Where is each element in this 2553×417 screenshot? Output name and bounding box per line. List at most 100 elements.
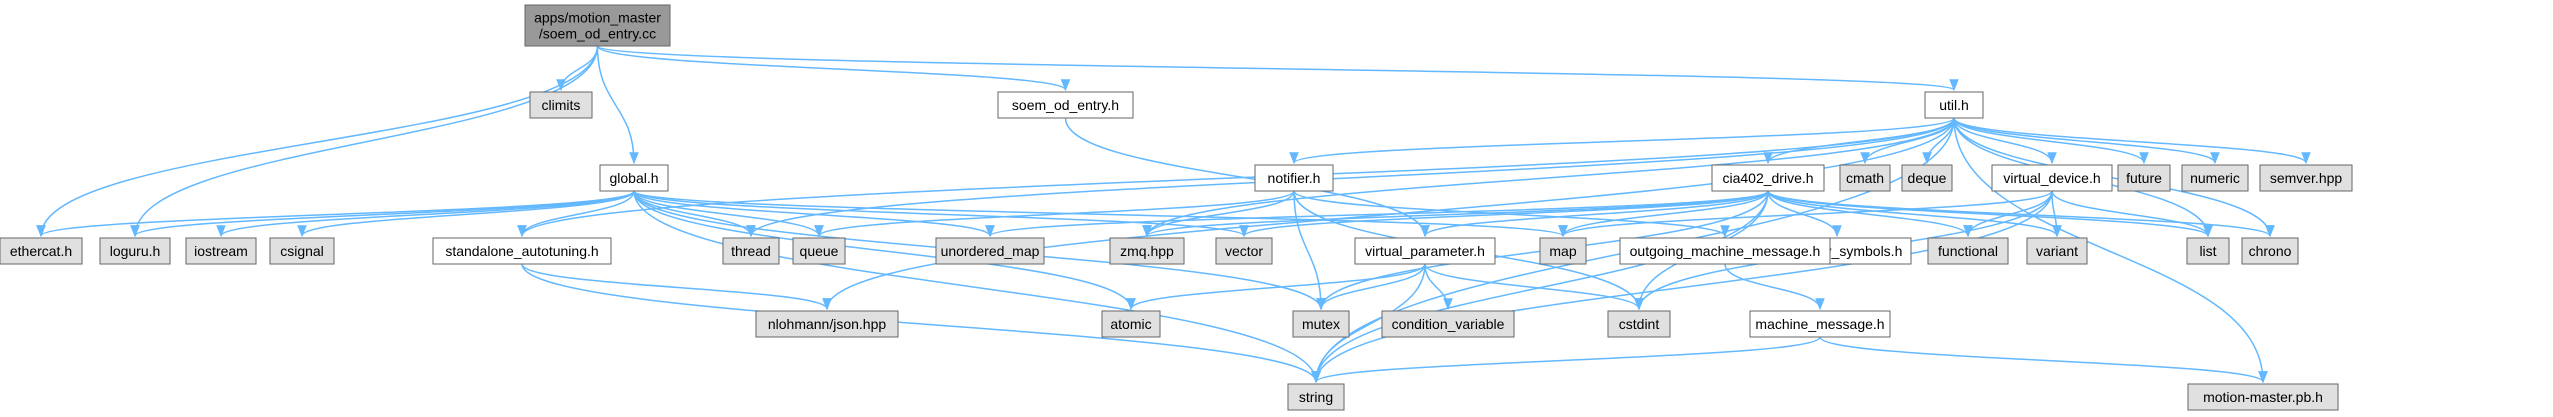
- node-box-vector: [1215, 237, 1273, 265]
- node-list: list: [2186, 237, 2230, 265]
- node-box-csignal: [269, 237, 335, 265]
- node-box-standalone_autotuning_h[interactable]: [432, 237, 612, 265]
- node-label-global_h: global.h: [609, 170, 658, 186]
- edge-global_h-to-csignal: [297, 190, 635, 238]
- node-virtual_parameter_h[interactable]: virtual_parameter.h: [1354, 237, 1496, 265]
- node-box-outgoing_machine_message_h[interactable]: [1619, 237, 1831, 265]
- node-label-machine_message_h: machine_message.h: [1755, 316, 1884, 332]
- edge-notifier_h-to-queue: [814, 190, 1295, 238]
- node-semver: semver.hpp: [2259, 164, 2353, 192]
- node-box-util_h[interactable]: [1924, 91, 1984, 119]
- node-condition_variable: condition_variable: [1381, 310, 1515, 338]
- node-label-iostream: iostream: [194, 243, 248, 259]
- node-outgoing_machine_message_h[interactable]: outgoing_machine_message.h: [1619, 237, 1831, 265]
- node-box-virtual_parameter_h[interactable]: [1354, 237, 1496, 265]
- node-util_h[interactable]: util.h: [1924, 91, 1984, 119]
- node-global_h[interactable]: global.h: [599, 164, 669, 192]
- node-box-soem_od_entry_h[interactable]: [997, 91, 1134, 119]
- node-box-variant: [2026, 237, 2088, 265]
- edge-standalone_autotuning_h-to-nlohmann_json: [521, 263, 832, 311]
- node-label-queue: queue: [800, 243, 839, 259]
- node-zmq: zmq.hpp: [1109, 237, 1185, 265]
- edge-virtual_parameter_h-to-string: [1311, 263, 1426, 384]
- edge-util_h-to-virtual_device_h: [1953, 117, 2057, 165]
- node-label-mutex: mutex: [1302, 316, 1340, 332]
- edge-cia402_drive_h-to-vector: [1239, 190, 1769, 238]
- edge-virtual_parameter_h-to-condition_variable: [1424, 263, 1453, 311]
- node-box-atomic: [1101, 310, 1161, 338]
- node-chrono: chrono: [2241, 237, 2299, 265]
- node-virtual_device_h[interactable]: virtual_device.h: [1991, 164, 2113, 192]
- node-label-variant: variant: [2036, 243, 2078, 259]
- node-box-virtual_device_h[interactable]: [1991, 164, 2113, 192]
- node-label-future: future: [2126, 170, 2162, 186]
- edge-virtual_parameter_h-to-atomic: [1126, 263, 1426, 311]
- node-mutex: mutex: [1292, 310, 1350, 338]
- node-label-motion_master_pb: motion-master.pb.h: [2203, 389, 2323, 405]
- node-cia402_drive_h[interactable]: cia402_drive.h: [1711, 164, 1825, 192]
- node-machine_message_h[interactable]: machine_message.h: [1749, 310, 1891, 338]
- edge-machine_message_h-to-motion_master_pb: [1819, 336, 2268, 384]
- node-box-global_h[interactable]: [599, 164, 669, 192]
- edge-root-to-util_h: [596, 45, 1959, 92]
- node-label-deque: deque: [1908, 170, 1947, 186]
- node-box-list: [2186, 237, 2230, 265]
- node-label-semver: semver.hpp: [2270, 170, 2343, 186]
- edge-root-to-loguru: [130, 45, 599, 238]
- node-cstdint: cstdint: [1607, 310, 1671, 338]
- node-deque: deque: [1901, 164, 1953, 192]
- edge-notifier_h-to-mutex: [1293, 190, 1326, 311]
- edge-global_h-to-standalone_autotuning_h: [517, 190, 635, 238]
- edge-virtual_device_h-to-string: [1311, 190, 2053, 384]
- node-label-map: map: [1549, 243, 1576, 259]
- node-label-loguru: loguru.h: [110, 243, 161, 259]
- node-box-zmq: [1109, 237, 1185, 265]
- edge-cia402_drive_h-to-functional: [1767, 190, 1973, 238]
- node-label-cstdint: cstdint: [1619, 316, 1660, 332]
- node-box-cstdint: [1607, 310, 1671, 338]
- node-label-cia402_drive_h: cia402_drive.h: [1722, 170, 1813, 186]
- node-soem_od_entry_h[interactable]: soem_od_entry.h: [997, 91, 1134, 119]
- node-label-numeric: numeric: [2190, 170, 2240, 186]
- node-box-queue: [792, 237, 846, 265]
- node-motion_master_pb: motion-master.pb.h: [2187, 383, 2339, 411]
- node-label-root: /soem_od_entry.cc: [539, 26, 656, 42]
- node-nlohmann_json: nlohmann/json.hpp: [755, 310, 899, 338]
- node-box-root[interactable]: [524, 4, 671, 47]
- edge-root-to-soem_od_entry_h: [596, 45, 1071, 92]
- node-standalone_autotuning_h[interactable]: standalone_autotuning.h: [432, 237, 612, 265]
- node-label-atomic: atomic: [1110, 316, 1151, 332]
- edge-virtual_parameter_h-to-cstdint: [1424, 263, 1644, 311]
- edge-root-to-global_h: [596, 45, 639, 165]
- node-root[interactable]: apps/motion_master/soem_od_entry.cc: [524, 4, 671, 47]
- node-box-notifier_h[interactable]: [1254, 164, 1334, 192]
- nodes-layer: apps/motion_master/soem_od_entry.ccclimi…: [0, 4, 2353, 411]
- node-label-util_h: util.h: [1939, 97, 1969, 113]
- node-notifier_h[interactable]: notifier.h: [1254, 164, 1334, 192]
- edge-notifier_h-to-zmq: [1142, 190, 1295, 238]
- node-box-numeric: [2181, 164, 2249, 192]
- node-label-soem_od_entry_h: soem_od_entry.h: [1012, 97, 1119, 113]
- edge-cia402_drive_h-to-zmq: [1142, 190, 1769, 238]
- node-box-iostream: [185, 237, 257, 265]
- node-label-condition_variable: condition_variable: [1392, 316, 1505, 332]
- node-label-standalone_autotuning_h: standalone_autotuning.h: [445, 243, 598, 259]
- edge-util_h-to-thread: [746, 117, 1955, 238]
- edge-virtual_device_h-to-variant: [2051, 190, 2062, 238]
- node-unordered_map: unordered_map: [935, 237, 1045, 265]
- node-cmath: cmath: [1839, 164, 1891, 192]
- node-box-future: [2117, 164, 2171, 192]
- node-box-functional: [1927, 237, 2009, 265]
- node-csignal: csignal: [269, 237, 335, 265]
- node-box-cia402_drive_h[interactable]: [1711, 164, 1825, 192]
- node-iostream: iostream: [185, 237, 257, 265]
- edge-global_h-to-atomic: [633, 190, 1136, 311]
- edge-virtual_parameter_h-to-mutex: [1316, 263, 1426, 311]
- node-box-nlohmann_json: [755, 310, 899, 338]
- node-variant: variant: [2026, 237, 2088, 265]
- node-box-map: [1539, 237, 1587, 265]
- node-label-string: string: [1299, 389, 1333, 405]
- node-label-thread: thread: [731, 243, 771, 259]
- edge-root-to-ethercat: [36, 45, 599, 238]
- node-box-machine_message_h[interactable]: [1749, 310, 1891, 338]
